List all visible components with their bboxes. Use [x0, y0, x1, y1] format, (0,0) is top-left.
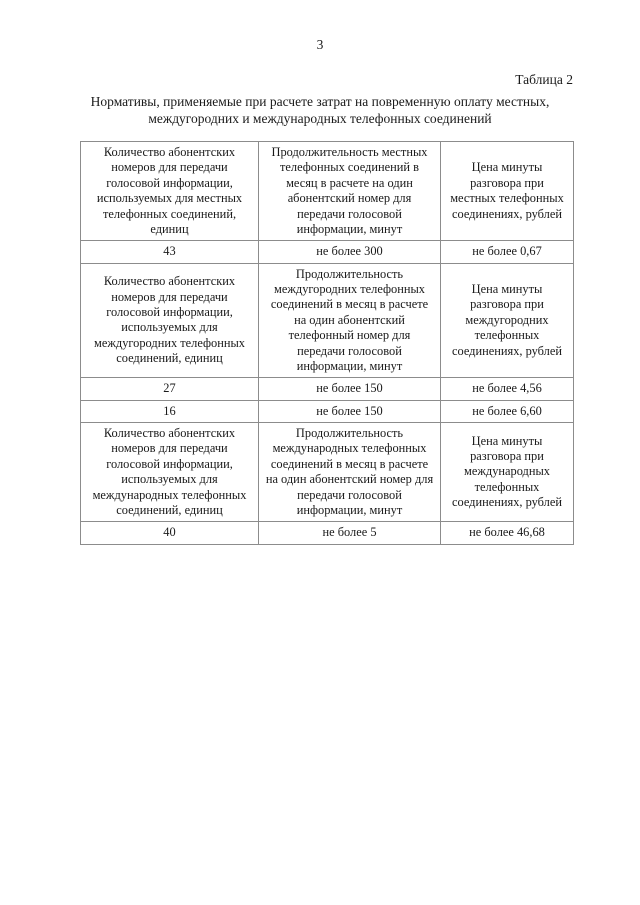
column-header-subscriber-numbers: Количество абонентских номеров для перед…	[80, 262, 259, 379]
cell-price: не более 0,67	[440, 240, 574, 264]
cell-subscriber-numbers: 40	[80, 521, 259, 545]
column-header-duration: Продолжительность международных телефонн…	[258, 421, 441, 523]
cell-duration: не более 150	[258, 377, 441, 401]
cell-price: не более 46,68	[440, 521, 574, 545]
page-title-line-1: Нормативы, применяемые при расчете затра…	[90, 94, 550, 109]
table-row: 43 не более 300 не более 0,67	[80, 240, 574, 264]
norms-table-body: Количество абонентских номеров для перед…	[80, 140, 574, 545]
table-header-row: Количество абонентских номеров для перед…	[80, 421, 574, 523]
cell-subscriber-numbers: 43	[80, 240, 259, 264]
page-title-line-2: междугородних и международных телефонных…	[148, 111, 492, 127]
table-header-row: Количество абонентских номеров для перед…	[80, 140, 574, 242]
table-header-row: Количество абонентских номеров для перед…	[80, 262, 574, 379]
norms-table: Количество абонентских номеров для перед…	[80, 140, 574, 545]
cell-subscriber-numbers: 16	[80, 399, 259, 424]
cell-price: не более 6,60	[440, 399, 574, 424]
column-header-subscriber-numbers: Количество абонентских номеров для перед…	[80, 421, 259, 523]
column-header-subscriber-numbers: Количество абонентских номеров для перед…	[80, 140, 259, 242]
page-title: Нормативы, применяемые при расчете затра…	[70, 93, 570, 127]
table-row: 16 не более 150 не более 6,60	[80, 399, 574, 424]
table-row: 40 не более 5 не более 46,68	[80, 521, 574, 545]
table-row: 27 не более 150 не более 4,56	[80, 377, 574, 401]
cell-price: не более 4,56	[440, 377, 574, 401]
column-header-duration: Продолжительность местных телефонных сое…	[258, 140, 441, 242]
cell-duration: не более 5	[258, 521, 441, 545]
cell-subscriber-numbers: 27	[80, 377, 259, 401]
cell-duration: не более 150	[258, 399, 441, 424]
page-number: 3	[316, 37, 324, 52]
column-header-price: Цена минуты разговора при местных телефо…	[440, 140, 574, 242]
table-label: Таблица 2	[515, 72, 573, 87]
column-header-price: Цена минуты разговора при междугородних …	[440, 262, 574, 379]
column-header-duration: Продолжительность междугородних телефонн…	[258, 262, 441, 379]
column-header-price: Цена минуты разговора при международных …	[440, 421, 574, 523]
cell-duration: не более 300	[258, 240, 441, 264]
